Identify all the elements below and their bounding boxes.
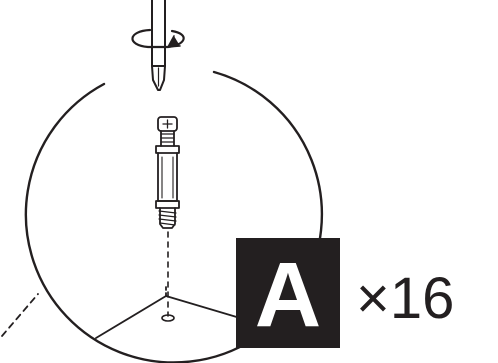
detail-leader-line [1,293,39,337]
detail-circle [24,70,324,363]
screwdriver-icon [151,0,166,91]
part-letter: A [254,244,322,346]
panel-surface [95,284,241,339]
clockwise-rotation-arrow-icon [131,28,185,49]
cam-bolt-icon [155,116,180,229]
part-quantity: ×16 [356,266,455,331]
predrilled-hole [161,314,175,322]
part-label-badge: A [236,238,340,348]
